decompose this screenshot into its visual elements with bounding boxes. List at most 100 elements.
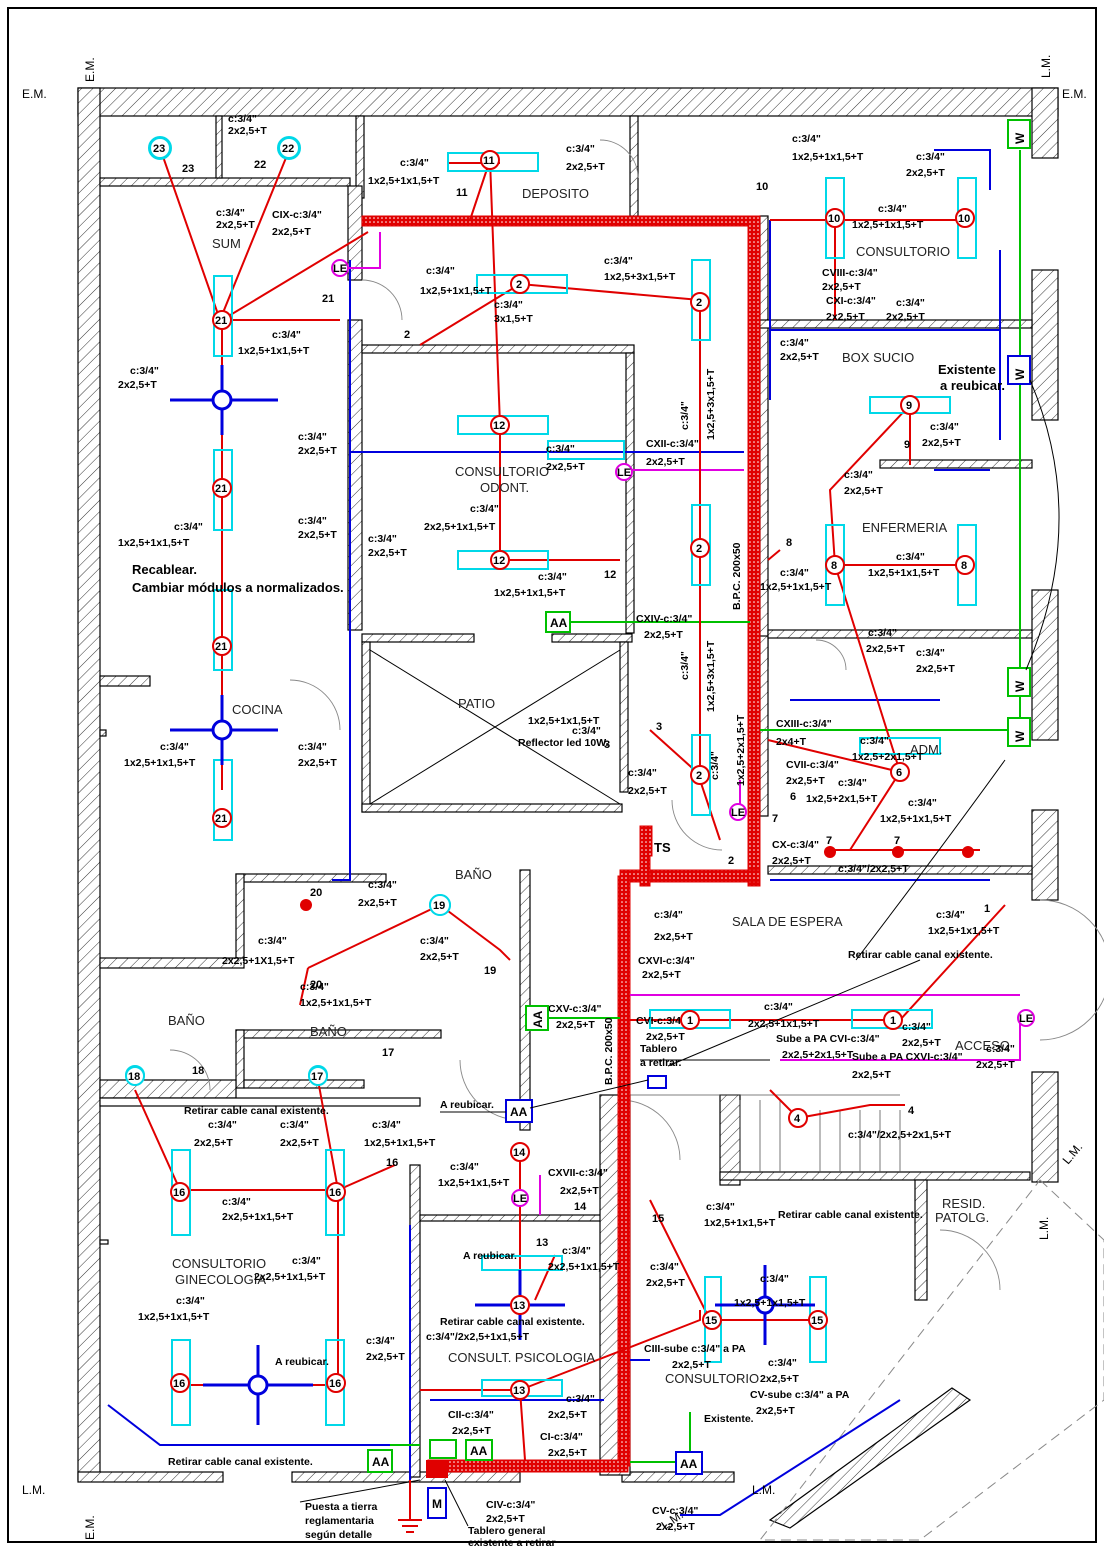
- cable-label: 1x2,5+1x1,5+T: [420, 285, 492, 297]
- cable-label: c:3/4": [160, 741, 189, 753]
- edge-label-em-top-left-vertical: E.M.: [83, 57, 97, 82]
- cable-label: 2x2,5+T: [780, 351, 819, 363]
- cable-label: 2x2,5+T: [646, 456, 685, 468]
- cable-label: 2x2,5+T: [902, 1037, 941, 1049]
- cable-label: c:3/4": [366, 1335, 395, 1347]
- cable-labels: c:3/4" 2x2,5+T c:3/4" 1x2,5+1x1,5+T c:3/…: [118, 113, 1015, 1533]
- cable-label: 1x2,5+1x1,5+T: [528, 715, 600, 727]
- cable-label: Sube a PA CXVI-c:3/4": [852, 1051, 963, 1063]
- edge-label-lm-bottom-left: L.M.: [22, 1483, 45, 1497]
- room-consultorio-gine-2: GINECOLOGIA: [175, 1272, 266, 1287]
- cable-label: 2x2,5+T: [654, 931, 693, 943]
- cable-label: 2x2,5+T: [760, 1373, 799, 1385]
- le-label: LE: [731, 807, 745, 819]
- room-consultorio-top: CONSULTORIO: [856, 244, 950, 259]
- node-number: 3: [656, 721, 662, 733]
- door-swings: [169, 139, 1104, 1291]
- cable-label: CVII-c:3/4": [786, 759, 839, 771]
- cable-label: CXII-c:3/4": [646, 438, 699, 450]
- cable-label: c:3/4": [216, 207, 245, 219]
- room-sum: SUM: [212, 236, 241, 251]
- cable-label: 2x2,5+T: [886, 311, 925, 323]
- node-number: 10: [756, 181, 768, 193]
- cable-label: 2x2,5+T: [656, 1521, 695, 1533]
- node-number: 2: [516, 279, 522, 291]
- node-number: 13: [536, 1237, 548, 1249]
- cable-label: c:3/4": [546, 443, 575, 455]
- node-number: 21: [322, 293, 334, 305]
- edge-label-em-top-left: E.M.: [22, 87, 47, 101]
- cable-label: c:3/4": [844, 469, 873, 481]
- cable-label: 2x2,5+T: [486, 1513, 525, 1525]
- edge-label-em-top-right: E.M.: [1062, 87, 1087, 101]
- cable-label: 2x2,5+T: [916, 663, 955, 675]
- cable-label: CI-c:3/4": [540, 1431, 583, 1443]
- cable-label: c:3/4": [902, 1021, 931, 1033]
- cable-label: 2x2,5+2x1,5+T: [782, 1049, 854, 1061]
- cable-label: c:3/4": [768, 1357, 797, 1369]
- room-sala-espera: SALA DE ESPERA: [732, 914, 843, 929]
- cable-label: c:3/4": [572, 725, 601, 737]
- room-adm: ADM.: [910, 742, 943, 757]
- node-number: 15: [652, 1213, 664, 1225]
- le-label: LE: [617, 467, 631, 479]
- cable-label: CXIV-c:3/4": [636, 613, 692, 625]
- note-a-reubicar-mid: A reubicar.: [440, 1099, 494, 1111]
- cable-label: c:3/4": [896, 297, 925, 309]
- cable-label: 2x4+T: [776, 736, 807, 748]
- node-number: 21: [215, 641, 227, 653]
- cable-label: CXVII-c:3/4": [548, 1167, 608, 1179]
- cable-label: CV-sube c:3/4" a PA: [750, 1389, 850, 1401]
- cable-label: c:3/4": [470, 503, 499, 515]
- note-recablear: Recablear.: [132, 562, 197, 577]
- cable-label: CXIII-c:3/4": [776, 718, 832, 730]
- note-retirar-gine: Retirar cable canal existente.: [184, 1105, 329, 1117]
- cable-label: 2x2,5+T: [646, 1031, 685, 1043]
- room-bano-3: BAÑO: [310, 1024, 347, 1039]
- cable-label: 2x2,5+T: [546, 461, 585, 473]
- cable-label: c:3/4": [838, 777, 867, 789]
- cable-label: 2x2,5+T: [646, 1277, 685, 1289]
- cable-label: c:3/4": [400, 157, 429, 169]
- cable-label: 2x2,5+T: [358, 897, 397, 909]
- node-number: 21: [215, 315, 227, 327]
- cable-label: 1x2,5+1x1,5+T: [368, 175, 440, 187]
- note-retirar-resid: Retirar cable canal existente.: [778, 1209, 923, 1221]
- cable-label: 1x2,5+1x1,5+T: [760, 581, 832, 593]
- node-number: 16: [329, 1378, 341, 1390]
- cable-label-vertical: c:3/4": [679, 401, 691, 430]
- edge-label-lm-right-2: L.M.: [1037, 1217, 1051, 1240]
- node-number: 20: [310, 979, 322, 991]
- cable-label: 1x2,5+1x1,5+T: [238, 345, 310, 357]
- node-number: 10: [958, 213, 970, 225]
- cable-label: Sube a PA CVI-c:3/4": [776, 1033, 880, 1045]
- ts-panel: [639, 825, 653, 857]
- node-number: 21: [215, 813, 227, 825]
- aa-box-label: AA: [510, 1105, 528, 1119]
- cable-label: c:3/4": [298, 741, 327, 753]
- node-number: 23: [153, 143, 165, 155]
- node-number: 20: [310, 887, 322, 899]
- note-cambiar-modulos: Cambiar módulos a normalizados.: [132, 580, 344, 595]
- node-number: 16: [173, 1187, 185, 1199]
- room-consultorio-gine-1: CONSULTORIO: [172, 1256, 266, 1271]
- equipment-boxes: AA AA AA AA AA AA W W W W M LE LE LE LE …: [331, 119, 1035, 1519]
- cable-label: 2x2,5+T: [628, 785, 667, 797]
- aa-box-label: AA: [531, 1010, 545, 1028]
- cable-label: 2x2,5+T: [786, 775, 825, 787]
- cable-label: c:3/4": [908, 797, 937, 809]
- le-label: LE: [333, 263, 347, 275]
- room-consultorio-bottom: CONSULTORIO: [665, 1371, 759, 1386]
- node-number: 19: [484, 965, 496, 977]
- note-retirar-bottom: Retirar cable canal existente.: [168, 1456, 313, 1468]
- cable-label: c:3/4": [280, 1119, 309, 1131]
- node-number: 18: [192, 1065, 204, 1077]
- cable-label: 1x2,5+1x1,5+T: [928, 925, 1000, 937]
- node-number: 16: [173, 1378, 185, 1390]
- magenta-circuits: [348, 232, 1021, 1215]
- aa-box-label: AA: [372, 1455, 390, 1469]
- note-tablero-general-1: Tablero general: [468, 1525, 545, 1537]
- cable-label: CV-c:3/4": [652, 1505, 698, 1517]
- node-number: 8: [831, 560, 837, 572]
- cable-label: CIX-c:3/4": [272, 209, 322, 221]
